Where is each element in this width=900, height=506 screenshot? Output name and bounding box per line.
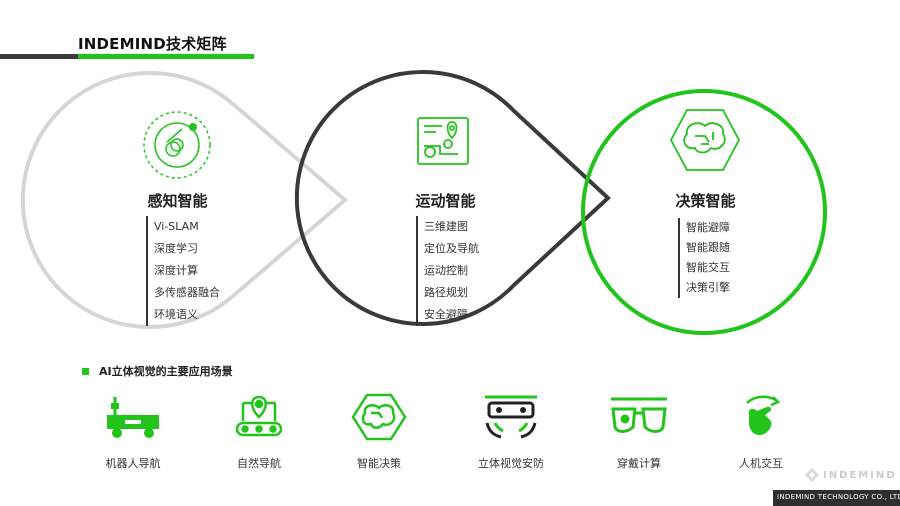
navigation-icon [235,395,283,437]
title-underline-dark [0,54,78,59]
list-item: 定位及导航 [424,242,479,255]
scene-label: 人机交互 [739,457,783,470]
scene-wearable-computing: 穿戴计算 [584,393,694,471]
scenes-header: AI立体视觉的主要应用场景 [82,363,233,379]
list-item: 三维建图 [424,220,468,233]
scene-intelligent-decision: 智能决策 [324,393,434,471]
list-item: 智能避障 [686,221,730,234]
list-item: 深度计算 [154,264,198,277]
scenes-bullet [82,367,89,375]
scene-human-machine-interaction: 人机交互 [706,393,816,471]
decision-circle [581,89,827,335]
hand-gesture-icon [746,395,781,435]
list-item: 运动控制 [424,264,468,277]
list-item: Vi-SLAM [154,220,199,233]
list-item: 智能交互 [686,261,730,274]
list-item: 路径规划 [424,286,468,299]
scene-natural-navigation: 自然导航 [204,393,314,471]
perception-teardrop [20,71,349,329]
brand-name: INDEMIND [823,469,897,481]
motion-teardrop [294,70,611,326]
radar-icon [143,111,211,179]
logo-mark-icon [805,468,819,482]
section-title-perception: 感知智能 [147,192,208,210]
list-item: 决策引擎 [686,281,730,294]
scene-label: 机器人导航 [105,457,161,470]
scene-label: 穿戴计算 [617,457,661,470]
section-title-decision: 决策智能 [675,192,736,210]
brain-icon [351,393,407,441]
scene-label: 自然导航 [237,457,281,470]
scene-label: 智能决策 [357,457,401,470]
brand-logo: INDEMIND [805,468,897,482]
list-item: 安全避障 [424,308,468,321]
motion-item-list: 三维建图 定位及导航 运动控制 路径规划 安全避障 [416,216,479,326]
scene-label: 立体视觉安防 [478,457,544,470]
robot-icon [107,397,159,438]
title-underline-green [78,54,254,59]
list-item: 多传感器融合 [154,286,220,299]
route-map-icon [417,117,469,165]
list-item: 深度学习 [154,242,198,255]
footer-company: INDEMIND TECHNOLOGY CO., LTD. [777,493,900,501]
list-item: 智能跟随 [686,241,730,254]
decision-item-list: 智能避障 智能跟随 智能交互 决策引擎 [678,218,730,298]
brain-hexagon-icon [669,109,741,171]
scene-robot-navigation: 机器人导航 [78,393,188,471]
stereo-camera-icon [485,395,537,439]
smart-glasses-icon [611,397,667,433]
list-item: 环境语义 [154,308,198,321]
scene-stereo-security: 立体视觉安防 [456,393,566,471]
footer-bar [773,490,900,506]
page-title: INDEMIND技术矩阵 [78,35,227,53]
perception-item-list: Vi-SLAM 深度学习 深度计算 多传感器融合 环境语义 [146,216,220,326]
scenes-header-label: AI立体视觉的主要应用场景 [99,365,233,378]
section-title-motion: 运动智能 [415,192,476,210]
